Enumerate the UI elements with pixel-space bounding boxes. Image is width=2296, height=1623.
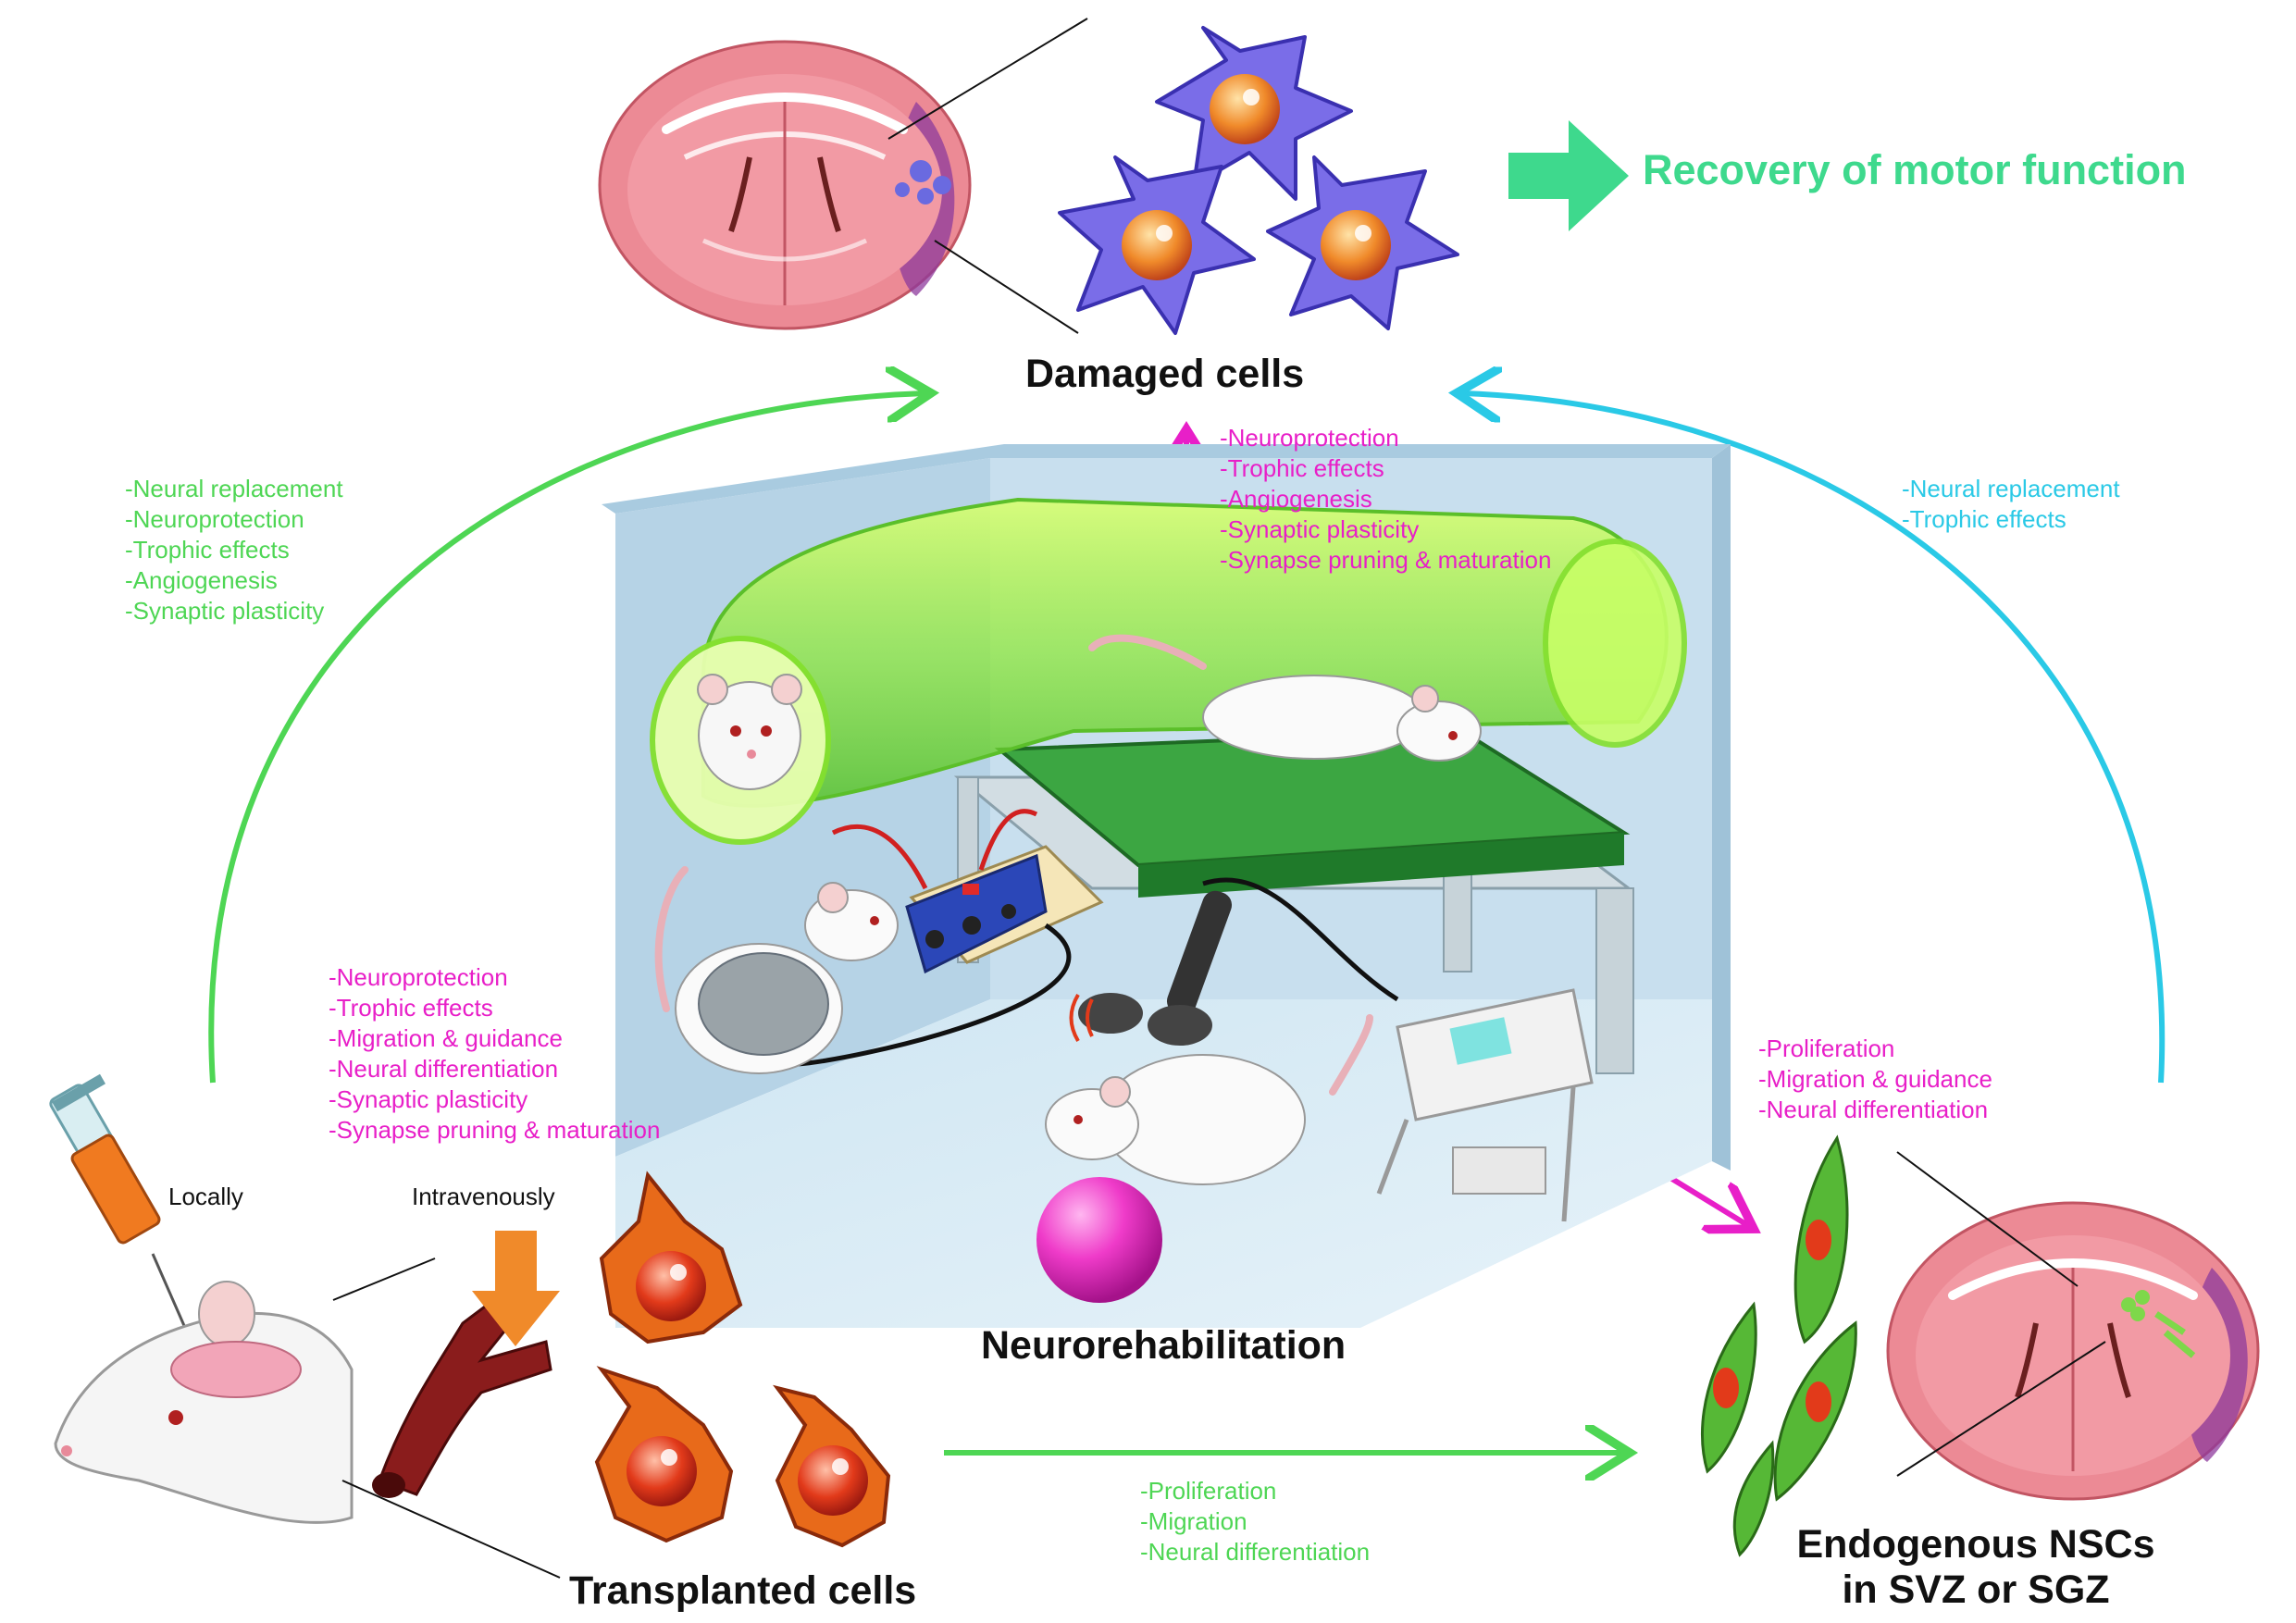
list-item: -Neural differentiation xyxy=(329,1055,559,1083)
arrow-transplanted-to-damaged xyxy=(208,393,925,1084)
endogenous-brain-section-icon xyxy=(1886,1201,2260,1501)
transplanted-to-endogenous-list: -Proliferation -Migration -Neural differ… xyxy=(1140,1476,1370,1567)
nsc-cell-icon xyxy=(1793,1134,1849,1344)
list-item: -Trophic effects xyxy=(329,994,493,1022)
endogenous-title-line1: Endogenous NSCs xyxy=(1796,1522,2155,1567)
nsc-cell-icon xyxy=(1700,1301,1757,1474)
list-item: -Neuroprotection xyxy=(1220,424,1399,452)
damaged-brain-section-icon xyxy=(598,40,972,330)
list-item: -Synapse pruning & maturation xyxy=(329,1116,661,1144)
list-item: -Neural differentiation xyxy=(1140,1538,1371,1566)
stimulated-rat-icon xyxy=(654,866,899,1074)
transplanted-cell-icon xyxy=(599,1171,743,1344)
list-item: -Synaptic plasticity xyxy=(1220,515,1420,543)
list-item: -Synaptic plasticity xyxy=(125,597,325,625)
rat-head-icon xyxy=(54,1281,354,1524)
list-item: -Synapse pruning & maturation xyxy=(1220,546,1552,574)
list-item: -Proliferation xyxy=(1140,1477,1277,1505)
blood-vessel-icon xyxy=(372,1294,552,1498)
list-item: -Neural differentiation xyxy=(1758,1096,1989,1123)
list-item: -Trophic effects xyxy=(1220,454,1384,482)
transplanted-cells-title: Transplanted cells xyxy=(569,1568,917,1613)
locally-label: Locally xyxy=(168,1183,243,1210)
damaged-cells-title: Damaged cells xyxy=(1025,352,1305,396)
damaged-neuron-icon xyxy=(1058,155,1256,335)
running-rat-icon xyxy=(1088,634,1482,762)
transplanted-cell-icon xyxy=(773,1384,891,1548)
list-item: -Neuroprotection xyxy=(329,963,508,991)
list-item: -Migration & guidance xyxy=(1758,1065,1992,1093)
neurorehabilitation-title: Neurorehabilitation xyxy=(981,1323,1347,1368)
endogenous-to-damaged-list: -Neural replacement -Trophic effects xyxy=(1902,474,2120,535)
list-item: -Migration & guidance xyxy=(329,1024,563,1052)
treadmill-icon xyxy=(953,728,1634,1074)
list-item: -Migration xyxy=(1140,1507,1247,1535)
zoom-line xyxy=(1896,1151,2079,1287)
zoom-line xyxy=(332,1258,436,1301)
zoom-line xyxy=(934,240,1079,334)
zoom-line xyxy=(887,18,1088,140)
rehab-to-endogenous-list: -Proliferation -Migration & guidance -Ne… xyxy=(1758,1034,1992,1125)
rehab-to-transplanted-list: -Neuroprotection -Trophic effects -Migra… xyxy=(329,962,660,1146)
list-item: -Proliferation xyxy=(1758,1035,1895,1062)
transplanted-cell-icon xyxy=(594,1366,734,1543)
endogenous-title-line2: in SVZ or SGZ xyxy=(1842,1567,2110,1612)
list-item: -Neural replacement xyxy=(1902,475,2120,502)
syringe-icon xyxy=(49,1073,187,1329)
list-item: -Trophic effects xyxy=(1902,505,2066,533)
recovery-arrow-icon xyxy=(1508,120,1629,231)
arrow-endogenous-to-damaged xyxy=(1462,393,2166,1084)
zoom-line xyxy=(1896,1341,2106,1477)
endogenous-nscs-title: Endogenous NSCs in SVZ or SGZ xyxy=(1791,1522,2161,1613)
ball-rat-icon xyxy=(1045,1014,1373,1185)
list-item: -Angiogenesis xyxy=(125,566,278,594)
electrical-stimulator-icon xyxy=(795,809,1104,1067)
list-item: -Synaptic plasticity xyxy=(329,1085,528,1113)
analyzer-device-icon xyxy=(1376,988,1594,1222)
rehab-to-damaged-list: -Neuroprotection -Trophic effects -Angio… xyxy=(1220,423,1551,576)
zoom-line xyxy=(341,1480,561,1579)
nsc-cell-icon xyxy=(1773,1320,1857,1502)
list-item: -Angiogenesis xyxy=(1220,485,1372,513)
transplant-to-damaged-list: -Neural replacement -Neuroprotection -Tr… xyxy=(125,474,343,626)
recovery-label: Recovery of motor function xyxy=(1643,146,2187,193)
pink-ball-icon xyxy=(1036,1177,1162,1303)
list-item: -Neural replacement xyxy=(125,475,343,502)
damaged-neuron-icon xyxy=(1155,26,1353,201)
list-item: -Neuroprotection xyxy=(125,505,304,533)
damaged-neuron-icon xyxy=(1266,155,1459,330)
nsc-cell-icon xyxy=(1732,1440,1775,1557)
list-item: -Trophic effects xyxy=(125,536,290,564)
magnetic-stimulation-coil-icon xyxy=(1069,877,1399,1046)
intravenous-arrow-icon xyxy=(472,1231,560,1346)
intravenously-label: Intravenously xyxy=(412,1183,555,1210)
rat-in-tunnel-icon xyxy=(697,674,802,790)
